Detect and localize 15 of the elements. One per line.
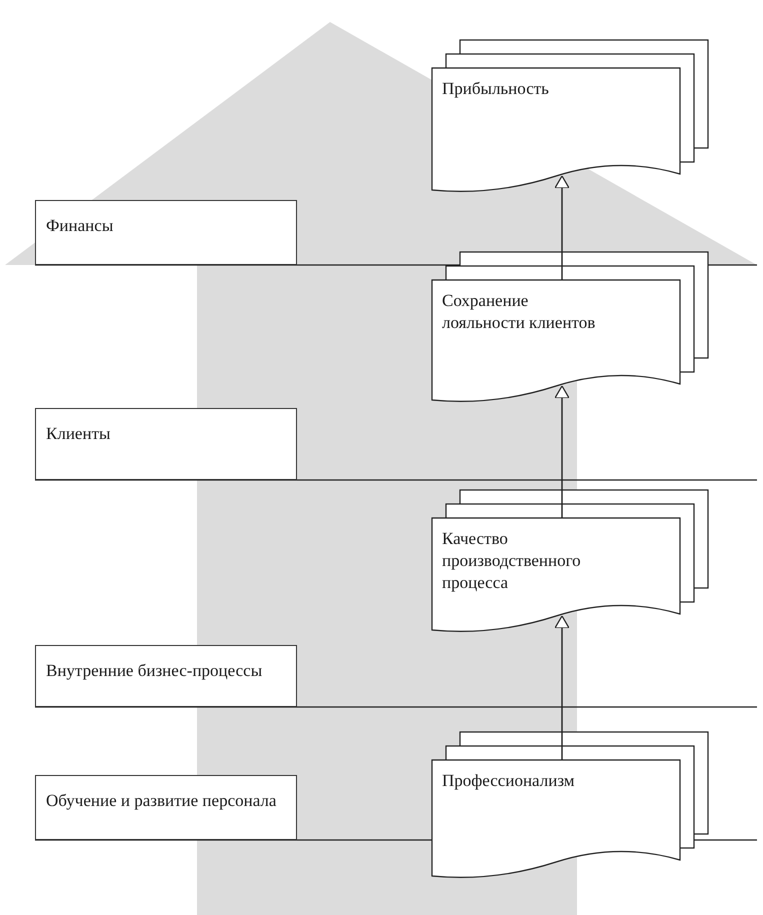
arrow: [554, 175, 570, 280]
stage-label: Сохранение лояльности клиентов: [442, 290, 596, 334]
stage-label: Профессионализм: [442, 770, 576, 792]
perspective-box: [35, 775, 297, 840]
stage-label: Прибыльность: [442, 78, 550, 100]
perspective-box: [35, 200, 297, 265]
arrow: [554, 385, 570, 518]
perspective-box: [35, 408, 297, 480]
perspective-label: Финансы: [46, 215, 114, 237]
perspective-label: Клиенты: [46, 423, 112, 445]
stage-label: Качество производственного процесса: [442, 528, 582, 594]
perspective-label: Обучение и развитие персонала: [46, 790, 278, 812]
arrow: [554, 615, 570, 760]
perspective-box: [35, 645, 297, 707]
perspective-label: Внутренние бизнес-процессы: [46, 660, 264, 682]
